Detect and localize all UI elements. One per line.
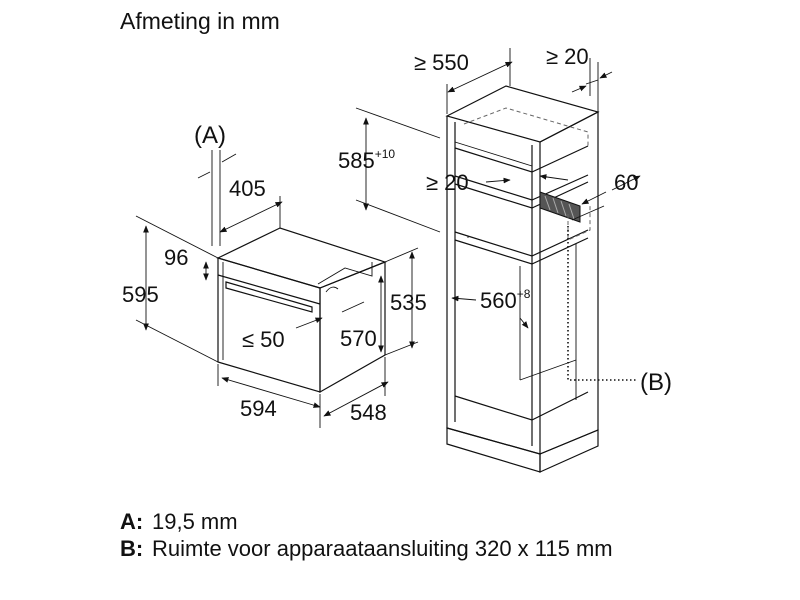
legend-item-a: A: 19,5 mm [120, 508, 692, 535]
marker-b: (B) [640, 369, 672, 396]
dim-le-50: ≤ 50 [242, 327, 285, 352]
legend-key-a: A: [120, 509, 144, 534]
dim-96: 96 [164, 245, 188, 270]
dim-548: 548 [350, 400, 387, 425]
dim-560: 560+8 [480, 287, 531, 313]
dim-535: 535 [390, 290, 427, 315]
dim-585: 585+10 [338, 147, 395, 173]
dim-ge-20-mid: ≥ 20 [426, 170, 469, 195]
legend-text-a: 19,5 mm [152, 509, 238, 534]
dim-560-sup: +8 [517, 287, 531, 301]
dim-594: 594 [240, 396, 277, 421]
legend: A: 19,5 mm B: Ruimte voor apparaataanslu… [120, 508, 692, 562]
legend-item-b: B: Ruimte voor apparaataansluiting 320 x… [120, 535, 692, 562]
dim-60: 60 [614, 170, 638, 195]
dim-ge-20-top: ≥ 20 [546, 44, 589, 69]
dim-405: 405 [229, 176, 266, 201]
legend-text-b: Ruimte voor apparaataansluiting 320 x 11… [152, 536, 613, 561]
dim-570: 570 [340, 326, 377, 351]
oven-dimension-lines [135, 150, 419, 428]
oven-drawing [216, 227, 387, 394]
dim-ge-550: ≥ 550 [414, 50, 469, 75]
dim-585-sup: +10 [375, 147, 396, 161]
marker-a: (A) [194, 122, 226, 149]
diagram-title: Afmeting in mm [120, 8, 280, 34]
legend-key-b: B: [120, 536, 144, 561]
cabinet-drawing [445, 85, 600, 473]
cabinet-dimension-lines [355, 48, 641, 381]
dim-595: 595 [122, 282, 159, 307]
